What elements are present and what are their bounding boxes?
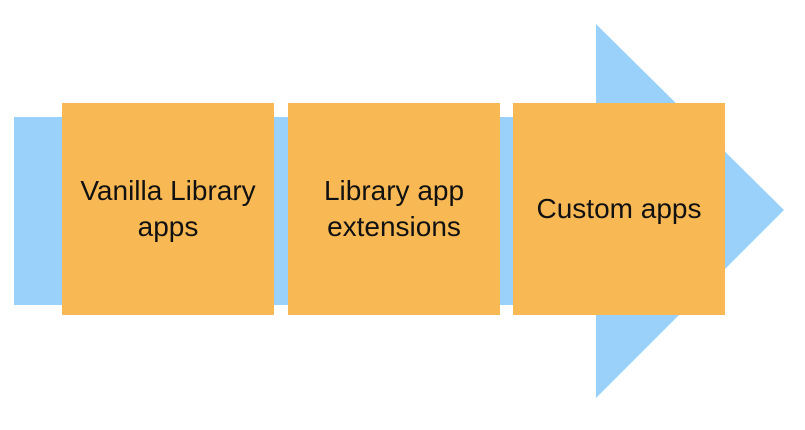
step-label-line: Custom apps [536,193,702,225]
step-box-library-app-extensions: Library app extensions [288,103,500,315]
step-label-line: apps [137,211,199,242]
step-label-line: Vanilla Library [80,175,256,207]
step-box-vanilla-library-apps: Vanilla Library apps [62,103,274,315]
step-label-line: extensions [327,211,461,242]
step-box-custom-apps: Custom apps [513,103,725,315]
step-label: Custom apps [537,191,702,227]
step-label-line: Library app [323,175,465,207]
step-label: Library app extensions [324,173,464,245]
step-label: Vanilla Library apps [80,173,255,245]
